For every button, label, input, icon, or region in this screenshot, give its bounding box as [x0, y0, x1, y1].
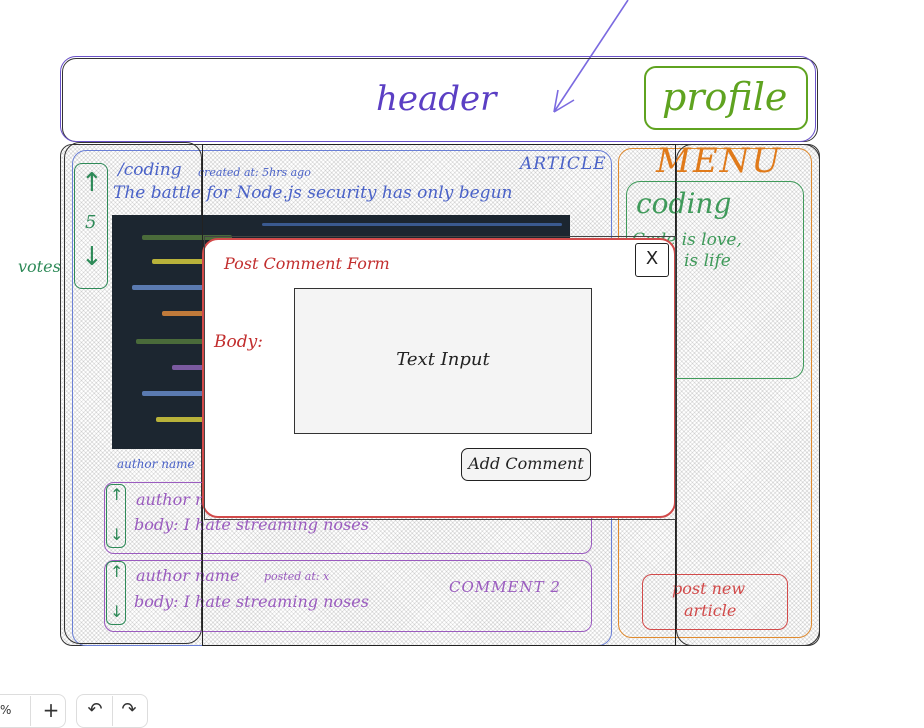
- comment-posted-at: posted at: x: [264, 570, 330, 583]
- post-new-label: article: [684, 601, 737, 620]
- vote-count: 5: [85, 212, 97, 233]
- redo-icon[interactable]: ↷: [121, 699, 137, 720]
- arrow-up-icon[interactable]: ↑: [81, 168, 103, 198]
- post-new-label: post new: [672, 579, 746, 598]
- zoom-level[interactable]: %: [0, 703, 12, 717]
- comment-text-input[interactable]: Text Input: [294, 288, 592, 434]
- profile-label: profile: [662, 75, 788, 119]
- comment-vote-widget[interactable]: [106, 561, 126, 625]
- comment-tag: COMMENT 2: [449, 578, 561, 596]
- subreddit-label[interactable]: /coding: [118, 160, 182, 180]
- header-label: header: [376, 79, 497, 119]
- comment-author: author name: [136, 566, 240, 585]
- arrow-down-icon[interactable]: ↓: [110, 602, 124, 621]
- zoom-in-button[interactable]: +: [42, 698, 60, 722]
- article-author: author name: [117, 457, 195, 471]
- comment-vote-widget[interactable]: [106, 484, 126, 548]
- toolbar-divider: [112, 696, 113, 726]
- menu-frame: [676, 144, 820, 646]
- comment-body: body: I hate streaming noses: [134, 592, 369, 611]
- close-button[interactable]: X: [635, 243, 669, 277]
- toolbar-divider: [30, 696, 31, 726]
- vote-widget[interactable]: [74, 163, 108, 289]
- article-title[interactable]: The battle for Node.js security has only…: [113, 183, 513, 203]
- post-new-article-button[interactable]: [642, 574, 788, 630]
- arrow-up-icon[interactable]: ↑: [110, 562, 124, 581]
- undo-icon[interactable]: ↶: [87, 699, 103, 720]
- add-comment-button[interactable]: Add Comment: [461, 448, 591, 481]
- comment-body: body: I hate streaming noses: [134, 515, 369, 534]
- profile-box[interactable]: [644, 66, 808, 130]
- menu-title: MENU: [656, 141, 783, 181]
- comment-card: [104, 560, 592, 632]
- topic-title: coding: [636, 187, 732, 220]
- post-comment-modal: [202, 238, 676, 518]
- modal-outline: [204, 236, 676, 520]
- article-tag: ARTICLE: [520, 154, 607, 174]
- header-container: [60, 56, 816, 142]
- created-at-label: created at: 5hrs ago: [198, 166, 311, 179]
- arrow-up-icon[interactable]: ↑: [110, 485, 124, 504]
- body-label: Body:: [214, 332, 263, 352]
- topic-description: is life: [684, 251, 731, 271]
- modal-title: Post Comment Form: [224, 254, 390, 273]
- arrow-down-icon[interactable]: ↓: [81, 242, 103, 272]
- arrow-down-icon[interactable]: ↓: [110, 525, 124, 544]
- votes-label: votes: [18, 257, 61, 276]
